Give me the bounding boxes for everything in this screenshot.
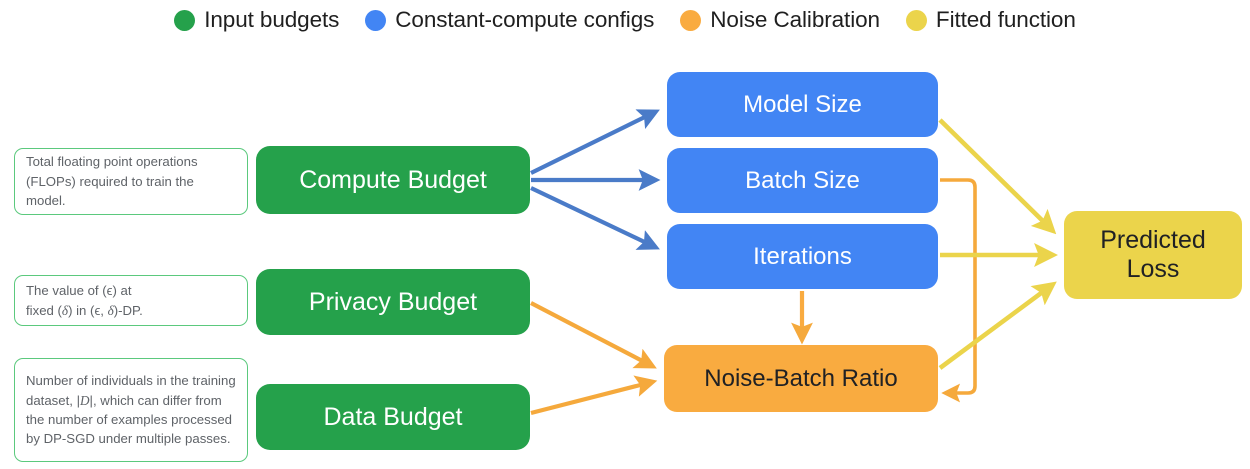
node-model-size-label: Model Size [743, 90, 862, 118]
legend-dot-blue-icon [365, 9, 387, 31]
edge-compute-to-model-size [530, 109, 660, 175]
node-noise-batch-ratio-label: Noise-Batch Ratio [704, 364, 898, 392]
legend-label-constant-compute-configs: Constant-compute configs [395, 7, 655, 32]
description-privacy-budget: The value of (ϵ) at fixed (δ) in (ϵ, δ)-… [14, 275, 248, 326]
node-iterations-label: Iterations [753, 242, 852, 270]
node-model-size[interactable]: Model Size [667, 72, 938, 137]
privacy-epsilon-symbol: ϵ [94, 302, 101, 318]
legend-label-noise-calibration: Noise Calibration [710, 7, 880, 32]
node-noise-batch-ratio[interactable]: Noise-Batch Ratio [664, 345, 938, 412]
description-privacy-budget-text: The value of (ϵ) at fixed (δ) in (ϵ, δ)-… [26, 281, 143, 320]
description-data-budget: Number of individuals in the training da… [14, 358, 248, 462]
description-compute-budget-text: Total floating point operations (FLOPs) … [26, 154, 198, 209]
node-data-budget-label: Data Budget [323, 402, 463, 431]
description-compute-budget: Total floating point operations (FLOPs) … [14, 148, 248, 215]
privacy-line-2-c: , [100, 302, 108, 318]
node-batch-size[interactable]: Batch Size [667, 148, 938, 213]
data-text-a: Number of individuals in the training da… [26, 373, 236, 408]
legend-label-input-budgets: Input budgets [204, 7, 340, 32]
legend-dot-yellow-icon [905, 9, 927, 31]
privacy-delta-symbol: δ [61, 302, 69, 318]
node-compute-budget-label: Compute Budget [299, 165, 487, 194]
edge-batch-size-to-noise-batch-ratio [940, 178, 977, 403]
legend-label-fitted-function: Fitted function [935, 7, 1076, 32]
edge-privacy-to-noise-batch-ratio [530, 301, 657, 369]
description-data-budget-text: Number of individuals in the training da… [26, 371, 236, 449]
node-predicted-loss-line-1: Predicted [1100, 225, 1206, 254]
node-privacy-budget-label: Privacy Budget [308, 287, 478, 316]
legend-item-fitted-function: Fitted function [905, 7, 1076, 33]
privacy-line-1: The value of (ϵ) at [26, 283, 132, 299]
legend-dot-orange-icon [680, 9, 702, 31]
edge-data-to-noise-batch-ratio [530, 375, 658, 416]
node-data-budget[interactable]: Data Budget [256, 384, 530, 450]
legend: Input budgets Constant-compute configs N… [0, 0, 1250, 40]
legend-item-constant-compute-configs: Constant-compute configs [365, 7, 654, 33]
privacy-line-2-d: )-DP. [113, 302, 143, 318]
edge-model-size-to-predicted-loss [938, 118, 1057, 235]
legend-item-input-budgets: Input budgets [174, 7, 339, 33]
legend-item-noise-calibration: Noise Calibration [680, 7, 880, 33]
edge-compute-to-iterations [530, 186, 660, 250]
legend-dot-green-icon [174, 9, 196, 31]
node-compute-budget[interactable]: Compute Budget [256, 146, 530, 214]
data-text-b: |, which can differ from the number of e… [26, 392, 232, 447]
node-privacy-budget[interactable]: Privacy Budget [256, 269, 530, 335]
node-predicted-loss-line-2: Loss [1126, 255, 1180, 283]
privacy-delta-symbol-2: δ [107, 302, 114, 318]
privacy-line-2-a: fixed ( [26, 302, 62, 318]
data-dataset-symbol: D [80, 392, 90, 408]
edge-noise-batch-ratio-to-predicted-loss [938, 281, 1057, 370]
node-batch-size-label: Batch Size [745, 166, 860, 194]
node-iterations[interactable]: Iterations [667, 224, 938, 289]
privacy-line-2-b: ) in ( [68, 302, 95, 318]
